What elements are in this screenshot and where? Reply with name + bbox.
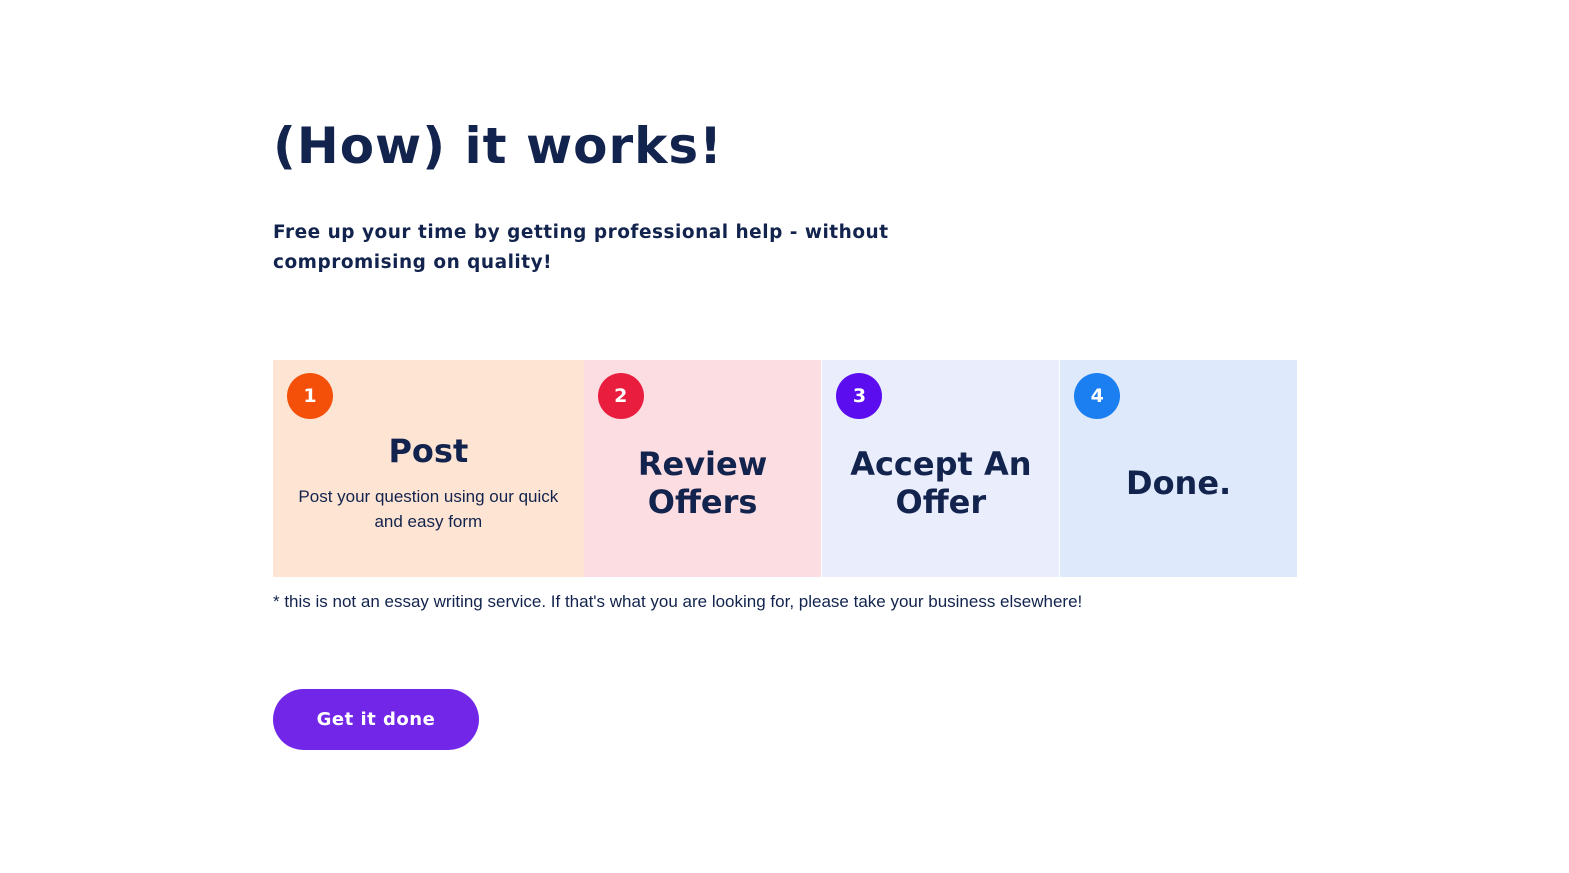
page-title: (How) it works! (273, 117, 723, 175)
step-description: Post your question using our quick and e… (298, 487, 559, 532)
step-number-badge: 1 (287, 373, 333, 419)
step-number-badge: 2 (597, 373, 644, 419)
step-title: Accept An Offer (850, 444, 1032, 521)
page-subtitle: Free up your time by getting professiona… (273, 222, 889, 273)
step-card-done: 4 Done. (1059, 360, 1297, 577)
step-title: Done. (1126, 463, 1232, 502)
step-title: Post (388, 431, 469, 470)
step-card-review-offers: 2 Review Offers (583, 360, 822, 577)
step-card-accept-offer: 3 Accept An Offer (821, 360, 1060, 577)
disclaimer-text: * this is not an essay writing service. … (273, 592, 1083, 611)
step-card-post: 1 Post Post your question using our quic… (273, 360, 584, 577)
step-title: Review Offers (637, 444, 768, 521)
get-it-done-button[interactable]: Get it done (273, 689, 479, 750)
steps-row: 1 Post Post your question using our quic… (273, 360, 1297, 577)
step-number-badge: 4 (1074, 373, 1121, 419)
step-number-badge: 3 (836, 373, 883, 419)
